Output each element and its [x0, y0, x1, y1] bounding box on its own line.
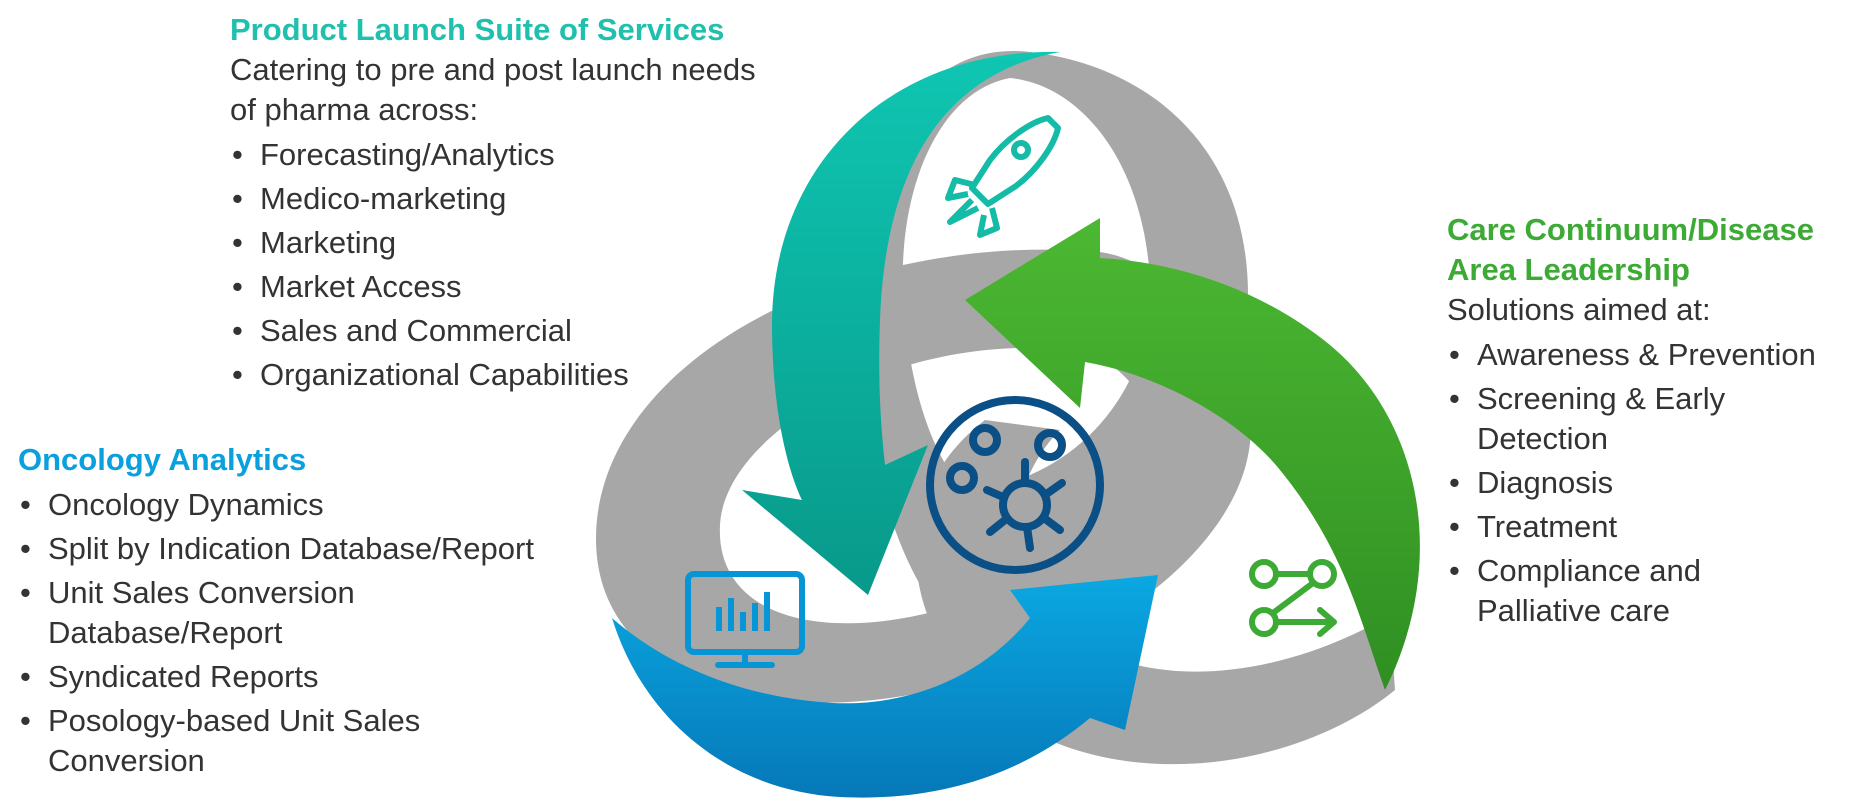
- monitor-bar: [752, 603, 758, 631]
- flow-link: [1270, 580, 1316, 616]
- monitor-bar: [716, 607, 722, 631]
- blue-arrow: [612, 575, 1158, 798]
- cell-dot: [1034, 429, 1066, 461]
- monitor-bar: [740, 612, 746, 631]
- list-item-line: Detection: [1477, 421, 1608, 456]
- cell-outer-circle: [926, 396, 1104, 574]
- cell-spike: [1040, 514, 1064, 534]
- list-item: Split by Indication Database/Report: [18, 529, 618, 569]
- list-item: Awareness & Prevention: [1447, 335, 1867, 375]
- flow-node: [1249, 559, 1279, 589]
- list-item: Treatment: [1447, 507, 1867, 547]
- list-item: Diagnosis: [1447, 463, 1867, 503]
- list-item: Organizational Capabilities: [230, 355, 830, 395]
- list-item-line: Database/Report: [48, 615, 283, 650]
- list-item-line: Syndicated Reports: [48, 659, 319, 694]
- monitor-chart-icon: [685, 571, 805, 668]
- list-item: Medico-marketing: [230, 179, 830, 219]
- list-item: Unit Sales Conversion Database/Report: [18, 573, 618, 653]
- cell-dot: [946, 462, 978, 494]
- list-item: Marketing: [230, 223, 830, 263]
- monitor-bar: [728, 598, 734, 631]
- list-item-line: Palliative care: [1477, 593, 1670, 628]
- care-continuum-intro: Solutions aimed at:: [1447, 292, 1711, 327]
- product-launch-section: Product Launch Suite of Services Caterin…: [230, 10, 830, 399]
- care-continuum-title-line-2: Area Leadership: [1447, 252, 1690, 287]
- list-item-line: Posology-based Unit Sales: [48, 703, 421, 738]
- teal-arrow: [742, 51, 1060, 596]
- flow-arrow-icon: [1249, 559, 1337, 637]
- list-item-line: Awareness & Prevention: [1477, 337, 1816, 372]
- list-item-line: Treatment: [1477, 509, 1618, 544]
- cell-spike: [1041, 479, 1066, 499]
- product-launch-intro-line-2: of pharma across:: [230, 92, 479, 127]
- list-item: Screening & Early Detection: [1447, 379, 1867, 459]
- cell-icon: [926, 396, 1104, 574]
- list-item: Sales and Commercial: [230, 311, 830, 351]
- oncology-list: Oncology Dynamics Split by Indication Da…: [18, 485, 618, 781]
- monitor-bar: [764, 592, 770, 631]
- list-item: Posology-based Unit Sales Conversion: [18, 701, 618, 781]
- oncology-title: Oncology Analytics: [18, 442, 307, 477]
- rocket-fin-right: [977, 207, 1000, 238]
- cell-dot: [969, 424, 1001, 456]
- list-item: Syndicated Reports: [18, 657, 618, 697]
- list-item-line: Split by Indication Database/Report: [48, 531, 534, 566]
- list-item: Forecasting/Analytics: [230, 135, 830, 175]
- list-item: Market Access: [230, 267, 830, 307]
- product-launch-list: Forecasting/Analytics Medico-marketing M…: [230, 135, 830, 395]
- product-launch-title: Product Launch Suite of Services: [230, 12, 725, 47]
- rocket-flame: [947, 197, 980, 225]
- cell-spike: [1023, 523, 1034, 552]
- list-item-line: Screening & Early: [1477, 381, 1726, 416]
- rocket-window: [1011, 140, 1031, 160]
- rocket-icon: [945, 115, 1061, 238]
- list-item-line: Conversion: [48, 743, 205, 778]
- flow-arrowhead: [1317, 607, 1337, 637]
- services-cycle-diagram: [595, 51, 1420, 798]
- list-item-line: Oncology Dynamics: [48, 487, 324, 522]
- product-launch-intro-line-1: Catering to pre and post launch needs: [230, 52, 756, 87]
- list-item-line: Unit Sales Conversion: [48, 575, 355, 610]
- oncology-section: Oncology Analytics Oncology Dynamics Spl…: [18, 440, 618, 785]
- cell-spike: [983, 486, 1007, 501]
- rocket-fin-left: [945, 177, 976, 201]
- care-continuum-title-line-1: Care Continuum/Disease: [1447, 212, 1814, 247]
- list-item: Compliance and Palliative care: [1447, 551, 1867, 631]
- list-item-line: Diagnosis: [1477, 465, 1614, 500]
- rocket-body: [969, 115, 1061, 207]
- care-continuum-list: Awareness & Prevention Screening & Early…: [1447, 335, 1867, 631]
- ring-top: [860, 51, 1249, 600]
- list-item-line: Compliance and: [1477, 553, 1702, 588]
- green-arrow: [965, 218, 1420, 690]
- cell-spike: [986, 516, 1009, 536]
- care-continuum-section: Care Continuum/Disease Area Leadership S…: [1447, 210, 1867, 635]
- list-item: Oncology Dynamics: [18, 485, 618, 525]
